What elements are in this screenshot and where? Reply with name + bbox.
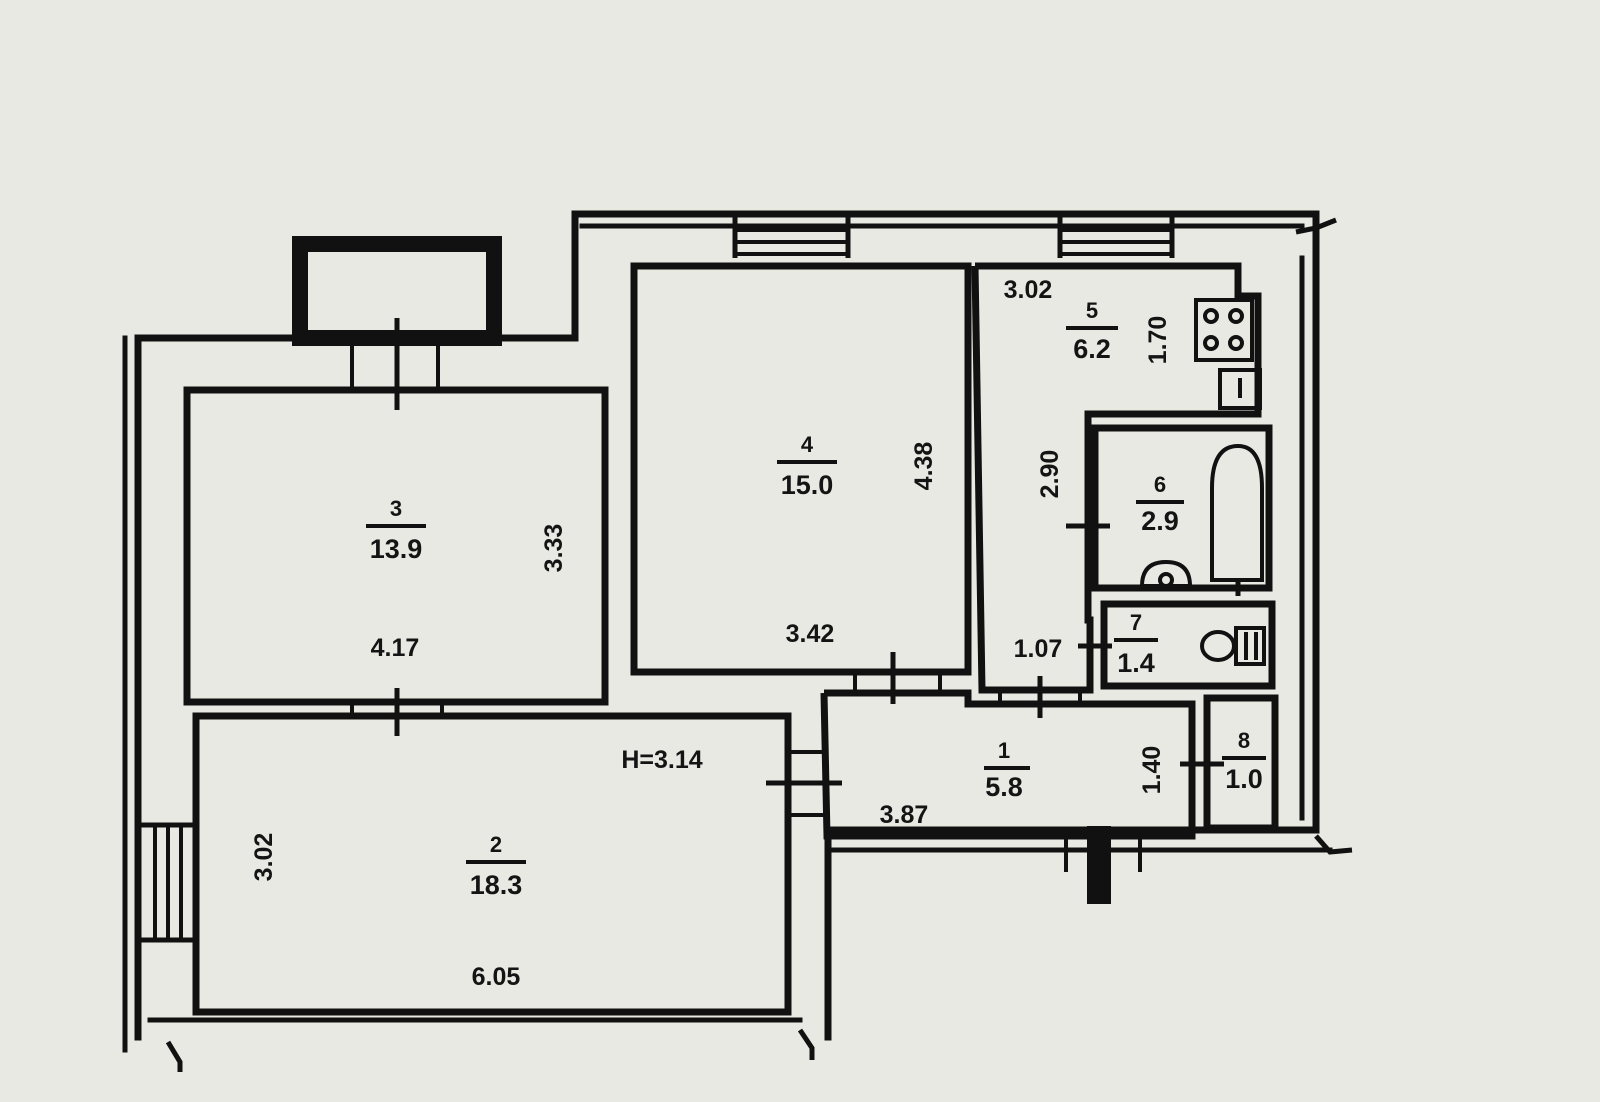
sink-icon bbox=[1218, 368, 1262, 410]
room-2-depth: 3.02 bbox=[250, 833, 278, 882]
dimensions: 4.17 3.33 3.42 4.38 3.02 1.70 2.90 1.07 … bbox=[250, 276, 1172, 991]
window-room-2 bbox=[140, 822, 195, 943]
room-3-label: 3 13.9 bbox=[366, 496, 426, 564]
room-5-number: 5 bbox=[1086, 298, 1098, 323]
room-1-label: 1 5.8 bbox=[984, 738, 1030, 802]
room-6-number: 6 bbox=[1154, 472, 1166, 497]
room-5-width: 3.02 bbox=[1004, 276, 1053, 304]
room-6-area: 2.9 bbox=[1141, 506, 1179, 536]
room-7-dim: 1.07 bbox=[1014, 635, 1063, 663]
room-7-number: 7 bbox=[1130, 610, 1142, 635]
room-6-dim: 2.90 bbox=[1036, 450, 1064, 499]
room-5-depth: 1.70 bbox=[1144, 316, 1172, 365]
ceiling-height: H=3.14 bbox=[621, 746, 702, 774]
room-3-area: 13.9 bbox=[370, 534, 423, 564]
fixtures bbox=[1139, 298, 1266, 666]
room-3-width: 4.17 bbox=[371, 634, 420, 662]
room-1-number: 1 bbox=[998, 738, 1010, 763]
room-4-width: 3.42 bbox=[786, 620, 835, 648]
room-2-label: 2 18.3 bbox=[466, 832, 526, 900]
room-3-depth: 3.33 bbox=[540, 524, 568, 573]
room-3-number: 3 bbox=[390, 496, 402, 521]
room-4-depth: 4.38 bbox=[910, 442, 938, 491]
room-2-area: 18.3 bbox=[470, 870, 523, 900]
entrance-door bbox=[1087, 826, 1111, 904]
room-8-label: 8 1.0 bbox=[1222, 728, 1266, 794]
room-2-number: 2 bbox=[490, 832, 502, 857]
door-ticks bbox=[165, 217, 1353, 1072]
room-2-width: 6.05 bbox=[472, 963, 521, 991]
room-1-depth: 1.40 bbox=[1138, 746, 1166, 795]
room-1-outline bbox=[820, 689, 1196, 840]
washbasin-icon bbox=[1139, 559, 1193, 588]
bathtub-icon bbox=[1210, 443, 1264, 596]
room-2-outline bbox=[192, 712, 792, 1016]
window-room-4 bbox=[732, 216, 851, 258]
room-1-area: 5.8 bbox=[985, 772, 1023, 802]
windows bbox=[140, 216, 1175, 943]
room-5-area: 6.2 bbox=[1073, 334, 1111, 364]
room-6-label: 6 2.9 bbox=[1136, 472, 1184, 536]
room-labels: 1 5.8 2 18.3 3 13.9 4 15.0 5 6.2 6 2.9 bbox=[366, 298, 1266, 900]
room-1-width: 3.87 bbox=[880, 801, 929, 829]
room-8-number: 8 bbox=[1238, 728, 1250, 753]
stove-icon bbox=[1194, 298, 1254, 362]
window-room-5 bbox=[1057, 216, 1175, 258]
room-7-label: 7 1.4 bbox=[1114, 610, 1158, 678]
room-4-area: 15.0 bbox=[781, 470, 834, 500]
room-7-area: 1.4 bbox=[1117, 648, 1155, 678]
room-4-number: 4 bbox=[801, 432, 814, 457]
toilet-icon bbox=[1200, 626, 1266, 666]
room-5-label: 5 6.2 bbox=[1066, 298, 1118, 364]
room-8-area: 1.0 bbox=[1225, 764, 1263, 794]
room-4-outline bbox=[630, 262, 972, 676]
balcony-door bbox=[350, 318, 440, 410]
room-4-label: 4 15.0 bbox=[777, 432, 837, 500]
